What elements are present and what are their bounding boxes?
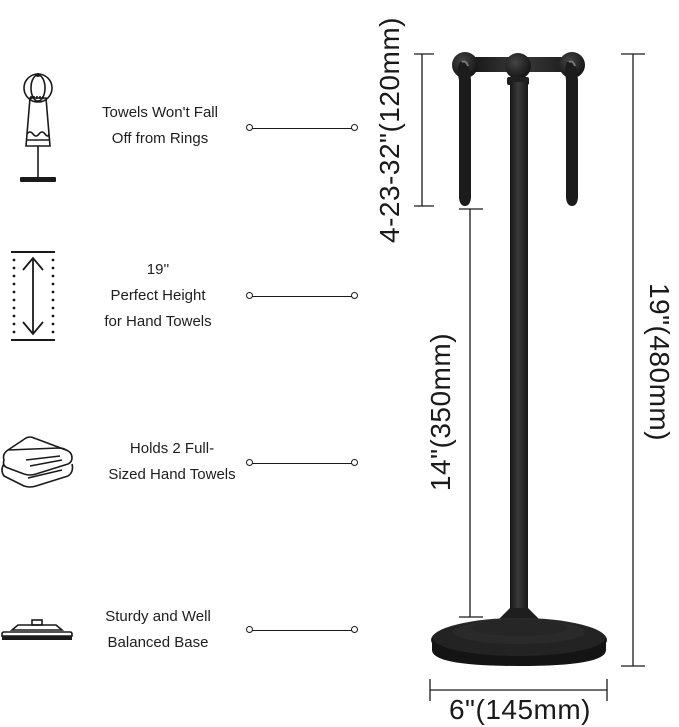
feature-text-height: 19'' Perfect Height for Hand Towels xyxy=(104,261,212,330)
connector-line-base xyxy=(246,624,358,636)
connector-dot-end xyxy=(351,458,358,466)
dimension-ring-to-base-label: 14"(350mm) xyxy=(425,332,456,492)
feature-row-base: Sturdy and Well Balanced Base xyxy=(0,590,370,660)
height-arrow-icon xyxy=(11,251,55,341)
dimension-base-width-label: 6"(145mm) xyxy=(448,694,592,725)
connector-dot-end xyxy=(351,123,358,131)
connector-dot-start xyxy=(246,123,253,131)
towel-on-ring-icon xyxy=(20,73,56,182)
feature-row-capacity: Holds 2 Full- Sized Hand Towels xyxy=(0,420,370,510)
connector-dot-end xyxy=(351,625,358,633)
feature-text-rings: Towels Won't Fall Off from Rings xyxy=(102,104,218,147)
connector-line xyxy=(252,127,352,129)
dimension-ring-drop-label: 4-23-32"(120mm) xyxy=(374,17,405,243)
pole xyxy=(510,82,528,614)
connector-dot-end xyxy=(351,291,358,299)
feature-text-base: Sturdy and Well Balanced Base xyxy=(105,608,211,651)
dimension-lines xyxy=(414,53,645,701)
connector-line-capacity xyxy=(246,457,358,469)
weighted-base-icon xyxy=(1,619,73,640)
folded-towels-icon xyxy=(1,436,74,488)
feature-row-height: 19'' Perfect Height for Hand Towels xyxy=(0,240,370,350)
connector-dot-start xyxy=(246,458,253,466)
feature-text-capacity: Holds 2 Full- Sized Hand Towels xyxy=(108,440,236,483)
connector-line-height xyxy=(246,290,358,302)
dimension-total-height-label: 19"(480mm) xyxy=(644,282,675,442)
connector-line-rings xyxy=(246,122,358,134)
connector-line xyxy=(252,462,352,464)
connector-line xyxy=(252,295,352,297)
connector-dot-start xyxy=(246,291,253,299)
feature-row-rings: Towels Won't Fall Off from Rings xyxy=(0,60,370,200)
connector-dot-start xyxy=(246,625,253,633)
connector-line xyxy=(252,629,352,631)
